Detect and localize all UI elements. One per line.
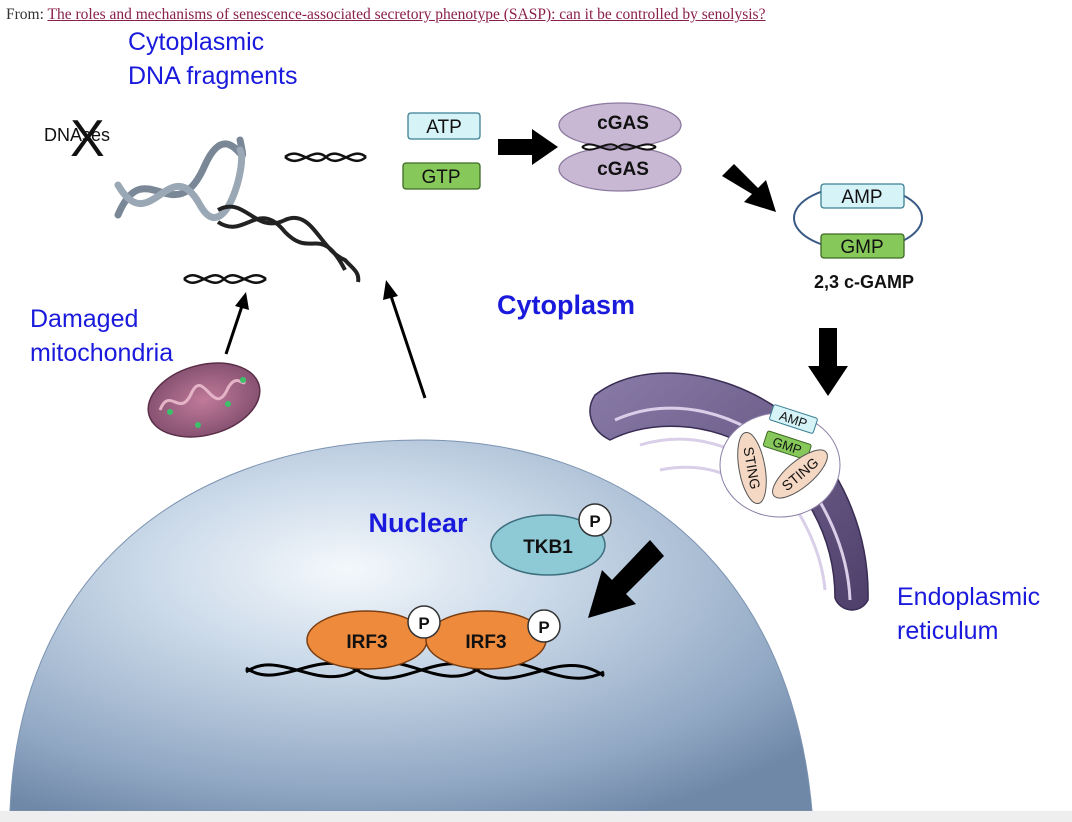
arrow-into-nucleus-icon bbox=[588, 540, 664, 618]
svg-text:IRF3: IRF3 bbox=[465, 632, 506, 653]
tkb1-protein: TKB1 P bbox=[490, 503, 612, 576]
arrow-to-cgas-icon bbox=[498, 129, 558, 165]
cgas-dna-icon bbox=[581, 143, 657, 151]
irf3-protein-a: IRF3 bbox=[306, 610, 428, 670]
arrow-to-cgamp-icon bbox=[722, 164, 776, 212]
cgas-label-top: cGAS bbox=[597, 113, 649, 134]
er-label-line2: reticulum bbox=[897, 617, 998, 645]
source-prefix: From: bbox=[6, 6, 44, 23]
cytoplasm-label: Cytoplasm bbox=[497, 290, 635, 320]
amp-label: AMP bbox=[841, 187, 882, 208]
tkb1-phosphate-label: P bbox=[589, 512, 600, 531]
cytoplasmic-dna-label-line2: DNA fragments bbox=[128, 62, 298, 90]
dna-helix-icon bbox=[114, 136, 247, 221]
source-line: From: The roles and mechanisms of senesc… bbox=[6, 6, 765, 24]
gmp-label: GMP bbox=[840, 237, 883, 258]
cgas-label-bottom: cGAS bbox=[597, 159, 649, 180]
source-article-link[interactable]: The roles and mechanisms of senescence-a… bbox=[47, 6, 766, 23]
cgamp-molecule: AMP GMP bbox=[793, 183, 923, 259]
cgamp-label: 2,3 c-GAMP bbox=[814, 272, 914, 292]
atp-box: ATP bbox=[407, 112, 481, 140]
dnases-cross-mark: X bbox=[70, 110, 105, 168]
dnases-label: DNAses bbox=[44, 125, 110, 145]
dna-fragment-icon-1 bbox=[284, 152, 367, 163]
svg-text:P: P bbox=[538, 618, 549, 637]
arrow-mito-to-dna-icon bbox=[224, 292, 249, 355]
footer-bar bbox=[0, 811, 1072, 822]
irf3-b-phosphate: P bbox=[527, 609, 561, 643]
nuclear-dna-icon bbox=[245, 660, 605, 680]
irf3-a-phosphate: P bbox=[407, 605, 441, 639]
nuclear-label: Nuclear bbox=[368, 508, 468, 538]
damaged-mitochondria-label-line2: mitochondria bbox=[30, 339, 173, 367]
svg-text:GTP: GTP bbox=[421, 167, 460, 188]
svg-text:IRF3: IRF3 bbox=[346, 632, 387, 653]
mitochondrion-icon bbox=[147, 362, 261, 438]
arrow-nucleus-to-dna-icon bbox=[383, 280, 427, 399]
dna-double-helix-icon bbox=[216, 204, 361, 283]
damaged-mitochondria-label-line1: Damaged bbox=[30, 305, 138, 333]
sting-label-a: STING bbox=[740, 446, 763, 491]
svg-text:TKB1: TKB1 bbox=[523, 537, 573, 558]
svg-text:P: P bbox=[418, 614, 429, 633]
er-label-line1: Endoplasmic bbox=[897, 583, 1040, 611]
cytoplasmic-dna-label-line1: Cytoplasmic bbox=[128, 28, 264, 56]
gtp-box: GTP bbox=[402, 162, 481, 190]
irf3-protein-b: IRF3 bbox=[425, 610, 547, 670]
arrow-to-er-icon bbox=[808, 328, 848, 396]
dna-fragment-icon-2 bbox=[183, 274, 267, 284]
svg-text:ATP: ATP bbox=[426, 117, 462, 138]
cgas-dimer: cGAS cGAS bbox=[558, 102, 682, 192]
